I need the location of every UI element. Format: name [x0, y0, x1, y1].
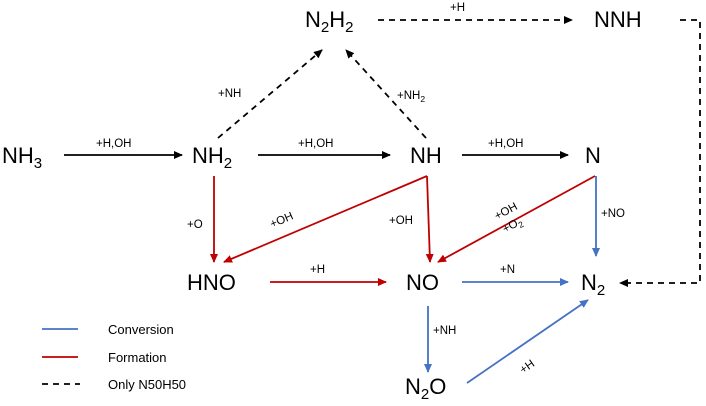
label-nh-n: +H,OH [488, 138, 523, 150]
label-nh-no: +OH [389, 215, 413, 227]
species-hno: HNO [187, 270, 236, 295]
label-nh2-hno: +O [187, 219, 203, 231]
arrow-nnh-n2 [619, 19, 701, 287]
label-n2h2-nnh: +H [450, 2, 465, 14]
label-hno-no: +H [310, 264, 325, 276]
species-n2h2: N2H2 [305, 7, 353, 36]
arrow-n-no [437, 175, 596, 263]
label-nh3-nh2: +H,OH [96, 138, 131, 150]
label-nh-hno: +OH [268, 210, 295, 230]
arrow-nh-hno [223, 175, 428, 263]
species-nh: NH [410, 143, 442, 168]
species-no: NO [406, 270, 439, 295]
arrow-nh-no [425, 175, 434, 263]
arrow-nh2-n2h2 [217, 49, 323, 139]
legend: Conversion Formation Only N50H50 [42, 322, 186, 392]
species-nnh: NNH [594, 7, 642, 32]
label-n-n2: +NO [601, 208, 625, 220]
arrow-nh-n2h2 [345, 49, 427, 139]
arrow-n2o-n2 [466, 299, 589, 384]
label-nh2-nh: +H,OH [298, 138, 333, 150]
label-nh-n2h2: +NH2 [397, 90, 425, 104]
species-n2o: N2O [405, 374, 446, 403]
species-n2: N2 [581, 270, 605, 299]
legend-conversion-label: Conversion [108, 322, 174, 337]
legend-formation-label: Formation [108, 350, 167, 365]
species-nh3: NH3 [2, 143, 42, 172]
legend-only-label: Only N50H50 [108, 377, 186, 392]
species-n: N [585, 143, 601, 168]
label-nh2-n2h2: +NH [218, 88, 241, 100]
species-nh2: NH2 [192, 143, 232, 172]
label-no-n2: +N [500, 264, 515, 276]
label-no-n2o: +NH [433, 325, 456, 337]
label-n2o-n2: +H [518, 358, 537, 376]
